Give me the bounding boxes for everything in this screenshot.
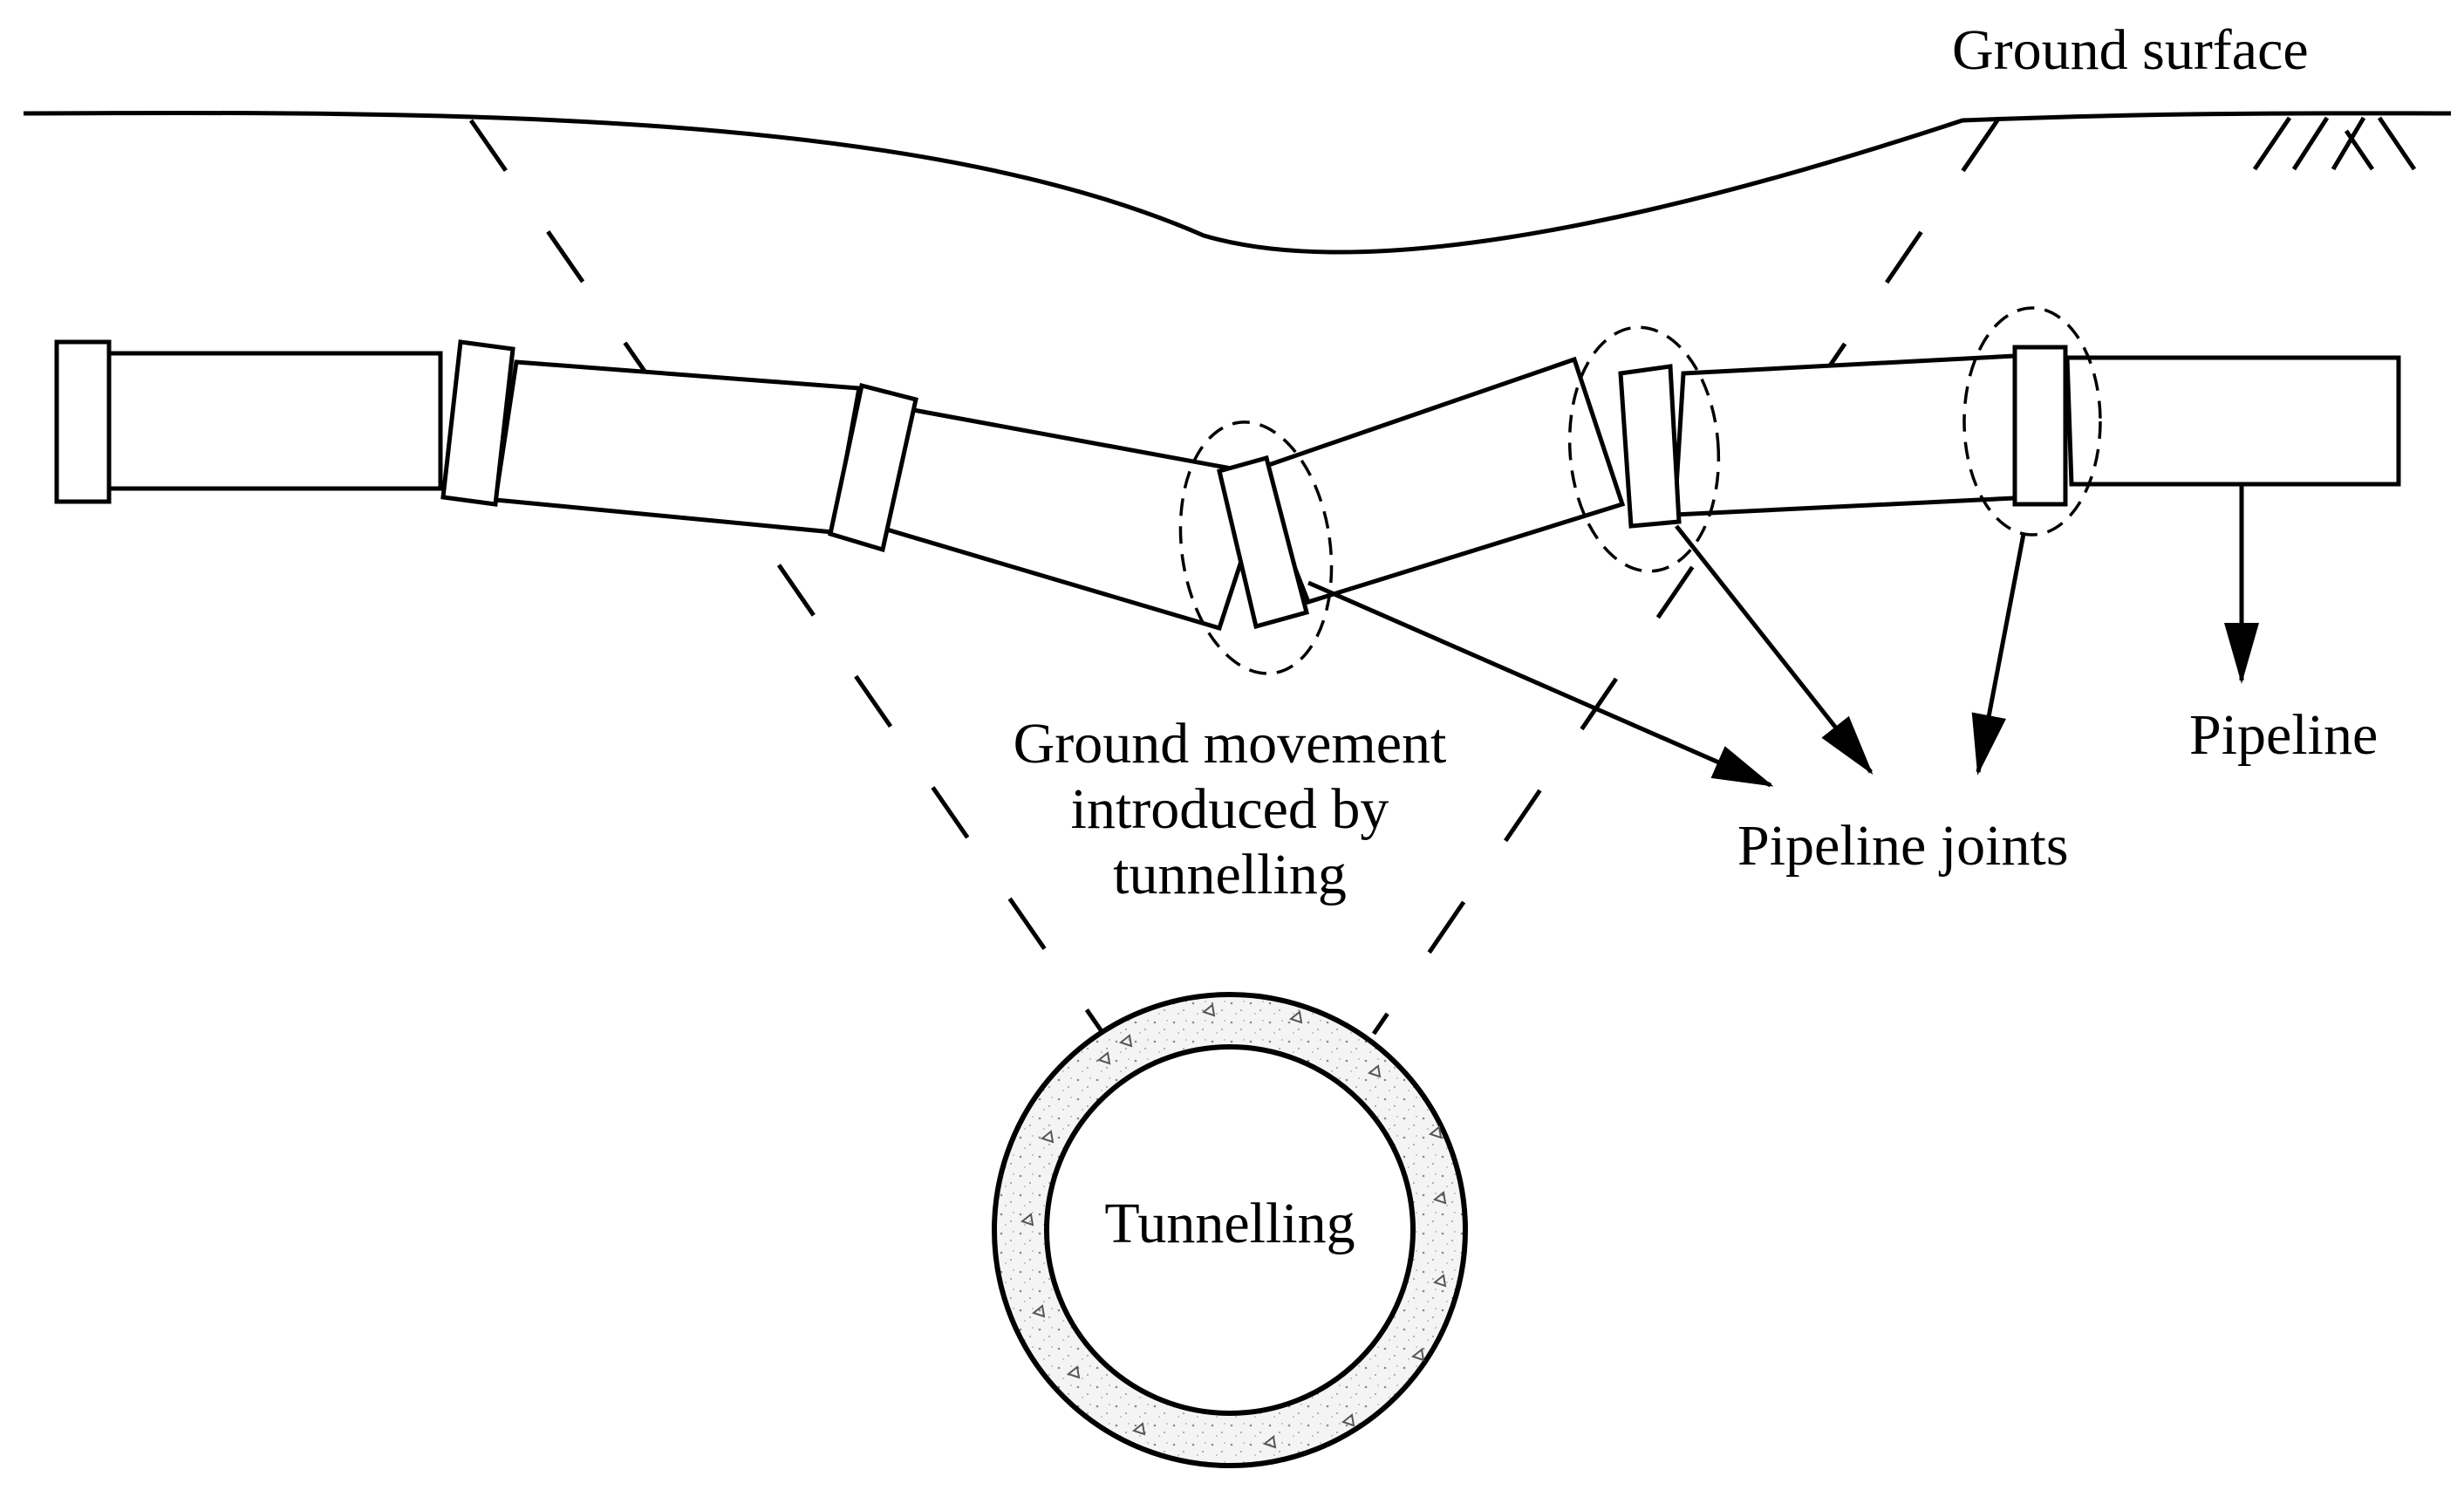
pipe-segment	[1252, 356, 1626, 605]
pipe-segment	[106, 351, 443, 491]
pipe-joint	[1618, 364, 1682, 529]
influence-line-right	[1371, 119, 2000, 1036]
pipe-joint	[2012, 345, 2068, 507]
pipe-segment	[2065, 355, 2401, 487]
lining-aggregate-marks	[1020, 1003, 1447, 1449]
pipeline-label: Pipeline	[2189, 703, 2379, 767]
ground-surface-label: Ground surface	[1952, 18, 2309, 82]
ground-hatch-icon	[2252, 116, 2417, 171]
pipe-segment	[878, 403, 1273, 632]
pipeline-joints-label: Pipeline joints	[1737, 814, 2069, 878]
ground-movement-line-2: introduced by	[1070, 777, 1389, 842]
ground-movement-line-3: tunnelling	[1113, 843, 1347, 907]
tunnel-bore	[1044, 1044, 1416, 1416]
pipeline-joint-arrow	[1675, 524, 1874, 776]
pipe-joint	[440, 339, 515, 507]
ground-surface-line	[23, 110, 2452, 255]
pipe-segment	[1672, 353, 2035, 517]
joint-highlight-ellipse	[1567, 325, 1721, 573]
pipe-joint	[54, 339, 112, 504]
pipe-joint	[1217, 455, 1310, 630]
joint-highlight-ellipse	[1178, 420, 1334, 675]
pipeline	[54, 339, 2401, 632]
pipe-segment	[493, 359, 862, 535]
tunnelling-label: Tunnelling	[1104, 1192, 1355, 1255]
pipeline-joint-arrow	[1307, 580, 1774, 788]
ground-movement-label: Ground movement introduced by tunnelling	[942, 711, 1518, 908]
joint-highlight-ellipse	[1962, 306, 2102, 537]
influence-line-left	[468, 119, 1106, 1036]
pipeline-joint-arrow	[1971, 533, 2026, 776]
tunnel	[992, 992, 1468, 1468]
pipe-joint	[828, 382, 918, 553]
ground-movement-line-1: Ground movement	[1013, 712, 1447, 776]
